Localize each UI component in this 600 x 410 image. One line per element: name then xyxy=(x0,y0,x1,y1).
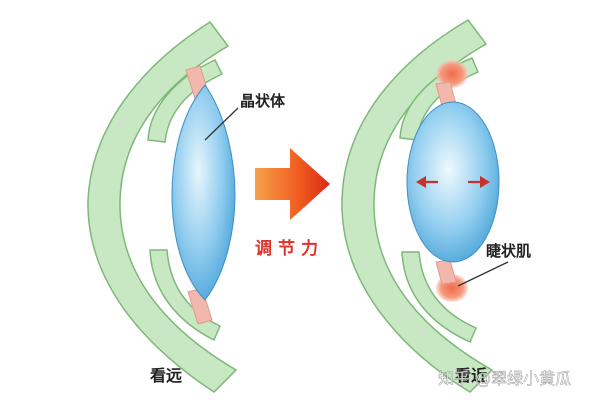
upper-ciliary-muscle xyxy=(436,60,468,88)
left-arrowhead-icon xyxy=(416,176,426,188)
lens-expansion-arrows xyxy=(416,176,490,188)
accommodation-label: 调节力 xyxy=(255,238,324,259)
ciliary-muscle-label: 睫状肌 xyxy=(486,242,531,260)
outer-tissue-far xyxy=(87,20,238,393)
view-near-label: 看近 xyxy=(454,366,487,385)
right-arrowhead-icon xyxy=(480,176,490,188)
lens-near xyxy=(406,101,500,263)
accommodation-arrow-icon xyxy=(255,148,330,220)
ciliary-muscle-pointer-line xyxy=(457,261,509,287)
eye-near-group: 睫状肌 xyxy=(341,19,531,393)
lower-ciliary-tissue-near xyxy=(401,251,477,343)
watermark-text: 知乎 @翠绿小黄瓜 xyxy=(438,369,571,388)
view-far-label: 看远 xyxy=(149,366,182,385)
lens-pointer-line xyxy=(204,107,239,141)
lens-far xyxy=(171,84,236,301)
lens-label: 晶状体 xyxy=(240,92,286,110)
outer-tissue-near xyxy=(341,19,494,393)
transition-arrow-group: 调节力 xyxy=(255,148,330,259)
eye-far-group: 晶状体 xyxy=(87,20,286,393)
